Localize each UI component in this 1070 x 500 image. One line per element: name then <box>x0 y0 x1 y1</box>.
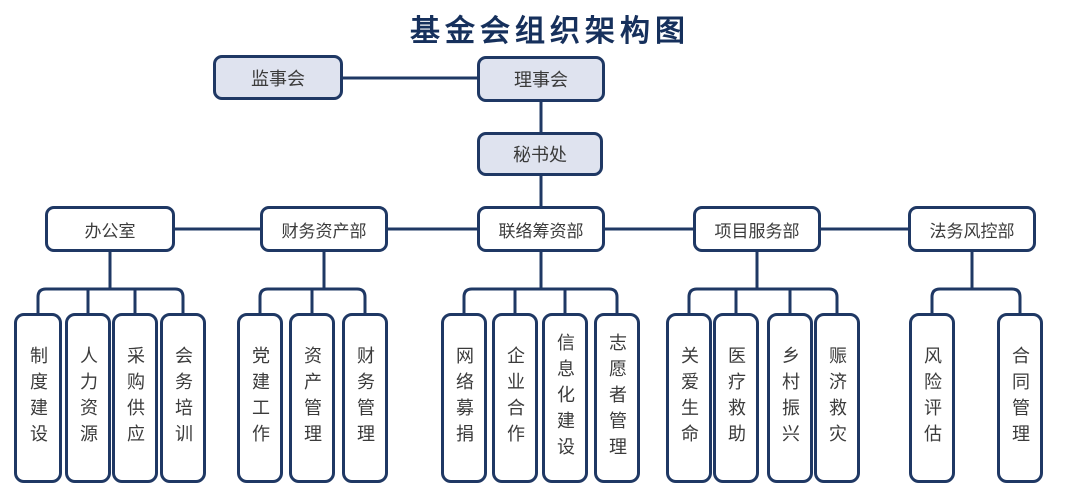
node-label: 监事会 <box>251 68 305 89</box>
node-label: 联络筹资部 <box>498 221 584 241</box>
node-label: 信息化建设 <box>555 333 575 463</box>
node-leaf-human-resources: 人力资源 <box>65 313 111 483</box>
node-leaf-system-building: 制度建设 <box>14 313 62 483</box>
node-label: 网络募捐 <box>454 346 474 450</box>
node-leaf-asset-management: 资产管理 <box>289 313 335 483</box>
node-label: 办公室 <box>84 221 136 241</box>
node-leaf-it-construction: 信息化建设 <box>542 313 588 483</box>
node-supervisory-board: 监事会 <box>213 55 343 100</box>
node-dept-project-services: 项目服务部 <box>693 206 821 252</box>
node-leaf-rural-revitalization: 乡村振兴 <box>767 313 813 483</box>
node-secretariat: 秘书处 <box>477 132 603 176</box>
node-dept-liaison-fundraising: 联络筹资部 <box>477 206 605 252</box>
node-label: 秘书处 <box>513 145 567 165</box>
node-label: 财务资产部 <box>281 221 367 241</box>
node-dept-finance-assets: 财务资产部 <box>260 206 388 252</box>
node-label: 项目服务部 <box>714 221 800 241</box>
node-label: 法务风控部 <box>929 221 1015 241</box>
node-label: 会务培训 <box>173 346 193 450</box>
node-label: 赈济救灾 <box>827 346 847 450</box>
node-leaf-procurement-supply: 采购供应 <box>112 313 158 483</box>
node-leaf-party-building: 党建工作 <box>237 313 283 483</box>
node-leaf-corporate-cooperation: 企业合作 <box>492 313 538 483</box>
node-leaf-online-fundraising: 网络募捐 <box>441 313 487 483</box>
node-leaf-risk-assessment: 风险评估 <box>909 313 955 483</box>
node-dept-office: 办公室 <box>45 206 175 252</box>
node-label: 医疗救助 <box>726 346 746 450</box>
node-label: 财务管理 <box>355 346 375 450</box>
node-dept-legal-risk: 法务风控部 <box>908 206 1036 252</box>
node-leaf-care-for-life: 关爱生命 <box>666 313 712 483</box>
node-label: 党建工作 <box>250 346 270 450</box>
node-leaf-contract-management: 合同管理 <box>997 313 1043 483</box>
node-label: 企业合作 <box>505 346 525 450</box>
node-leaf-volunteer-management: 志愿者管理 <box>594 313 640 483</box>
node-label: 采购供应 <box>125 346 145 450</box>
node-leaf-financial-management: 财务管理 <box>342 313 388 483</box>
node-leaf-medical-assistance: 医疗救助 <box>713 313 759 483</box>
node-label: 制度建设 <box>28 346 48 450</box>
node-label: 合同管理 <box>1010 346 1030 450</box>
node-leaf-meeting-training: 会务培训 <box>160 313 206 483</box>
node-board-of-directors: 理事会 <box>477 56 605 102</box>
node-label: 风险评估 <box>922 346 942 450</box>
node-label: 志愿者管理 <box>607 333 627 463</box>
node-label: 人力资源 <box>78 346 98 450</box>
node-label: 乡村振兴 <box>780 346 800 450</box>
page-title: 基金会组织架构图 <box>410 14 690 49</box>
node-label: 关爱生命 <box>679 346 699 450</box>
node-leaf-disaster-relief: 赈济救灾 <box>814 313 860 483</box>
node-label: 资产管理 <box>302 346 322 450</box>
node-label: 理事会 <box>514 70 568 90</box>
